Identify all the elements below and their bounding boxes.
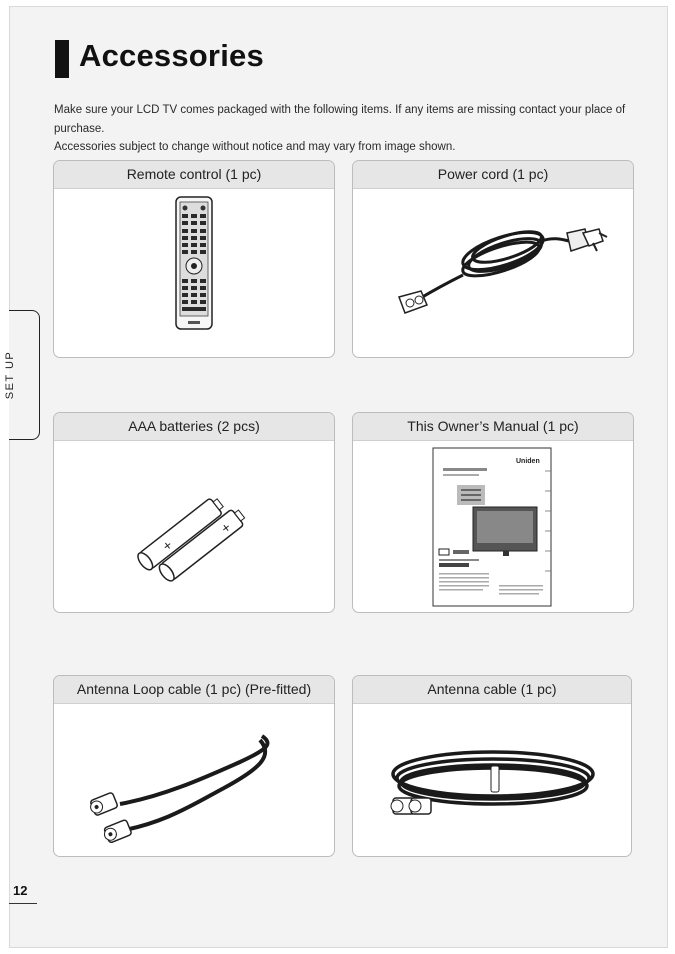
accessory-label: Antenna Loop cable (1 pc) (Pre-fitted) — [54, 676, 334, 704]
antenna-cable-icon — [353, 704, 631, 856]
remote-control-icon — [54, 189, 334, 357]
page-number-rule — [9, 903, 37, 904]
owners-manual-icon: Uniden — [353, 441, 633, 612]
title-marker — [55, 40, 69, 78]
page-number: 12 — [13, 883, 28, 898]
accessory-label: Power cord (1 pc) — [353, 161, 633, 189]
accessory-label: Antenna cable (1 pc) — [353, 676, 631, 704]
intro-text: Make sure your LCD TV comes packaged wit… — [54, 101, 644, 157]
accessory-card-manual: This Owner’s Manual (1 pc) Uniden — [352, 412, 634, 613]
intro-note: Accessories subject to change without no… — [54, 141, 456, 153]
section-tab-label: SET UP — [4, 350, 16, 400]
accessory-label: AAA batteries (2 pcs) — [54, 413, 334, 441]
accessory-card-power-cord: Power cord (1 pc) — [352, 160, 634, 358]
batteries-icon: + + — [54, 441, 334, 612]
antenna-loop-cable-icon — [54, 704, 334, 856]
section-tab: SET UP — [4, 310, 40, 440]
accessory-label: This Owner’s Manual (1 pc) — [353, 413, 633, 441]
intro-paragraph: Make sure your LCD TV comes packaged wit… — [54, 104, 626, 135]
power-cord-icon — [353, 189, 633, 357]
accessory-card-batteries: AAA batteries (2 pcs) + + — [53, 412, 335, 613]
page-title: Accessories — [79, 38, 264, 73]
accessory-card-antenna-loop: Antenna Loop cable (1 pc) (Pre-fitted) — [53, 675, 335, 857]
manual-brand: Uniden — [516, 458, 540, 465]
accessory-card-antenna-cable: Antenna cable (1 pc) — [352, 675, 632, 857]
accessory-label: Remote control (1 pc) — [54, 161, 334, 189]
accessory-card-remote: Remote control (1 pc) — [53, 160, 335, 358]
